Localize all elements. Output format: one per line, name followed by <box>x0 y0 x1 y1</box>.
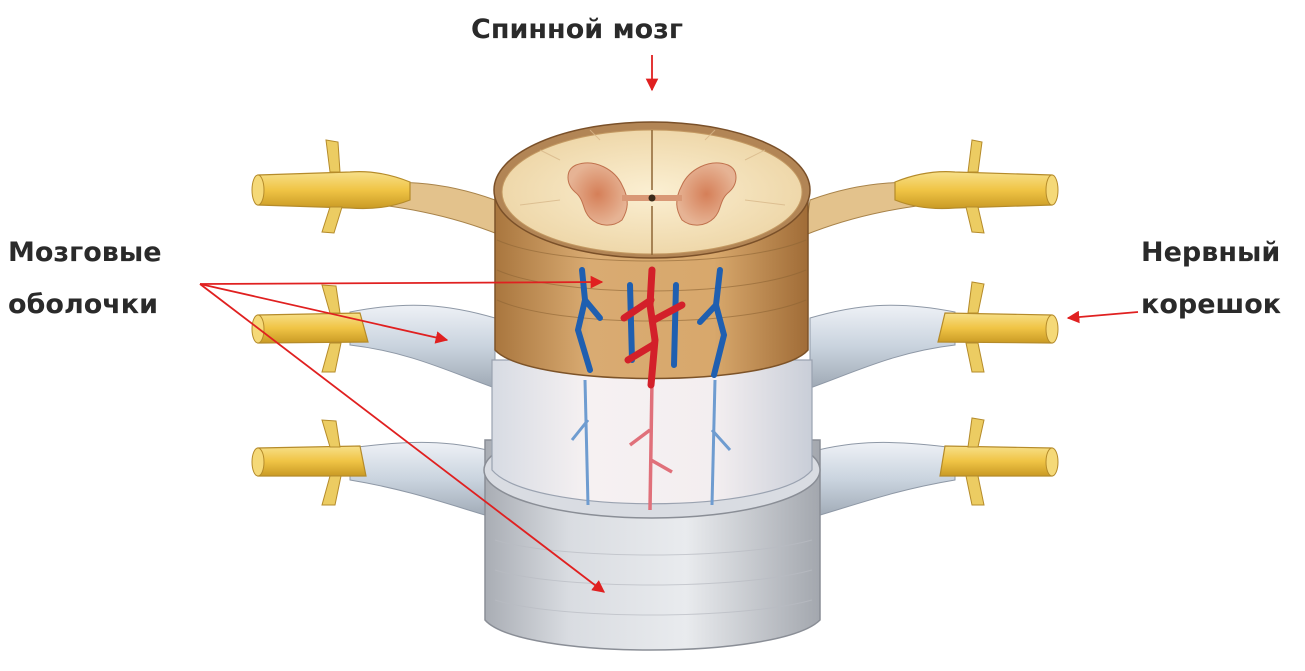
arrow-nerve-root <box>1068 312 1138 318</box>
nerve-bottom-left <box>258 446 366 476</box>
nerve-top-left <box>258 172 410 209</box>
label-meninges-line1: Мозговые <box>8 233 162 273</box>
label-nerve-root-line1: Нервный <box>1141 233 1280 273</box>
cord-cross-section <box>494 122 810 258</box>
nerve-bottom-right <box>940 446 1052 476</box>
label-nerve-root-line2: корешок <box>1141 285 1281 325</box>
label-spinal-cord: Спинной мозг <box>471 10 683 50</box>
central-canal <box>649 195 656 202</box>
nerve-top-right <box>895 172 1052 209</box>
sheath-bottom-right <box>810 442 955 518</box>
right-nerve-roots <box>805 140 1058 518</box>
label-meninges-line2: оболочки <box>8 285 158 325</box>
sheath-mid-left <box>350 305 495 388</box>
sheath-mid-right <box>810 305 955 388</box>
left-nerve-roots <box>252 140 500 518</box>
nerve-mid-right <box>938 313 1052 343</box>
